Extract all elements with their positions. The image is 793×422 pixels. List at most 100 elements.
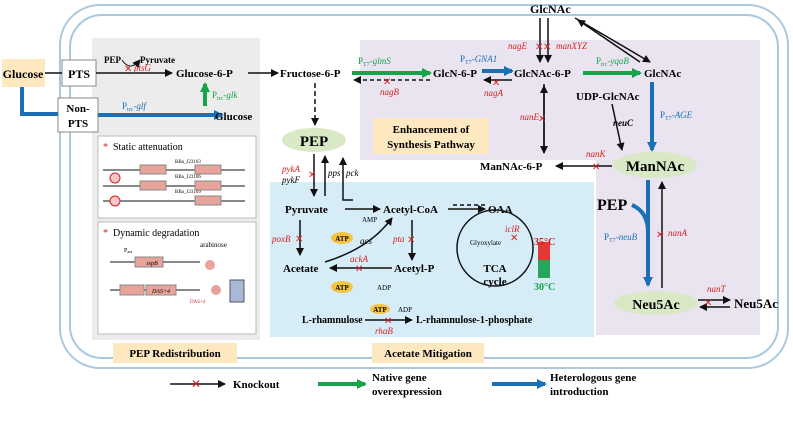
pck-gene: pck — [345, 168, 359, 178]
glucose-inner: Glucose — [215, 111, 252, 123]
glcn6p: GlcN-6-P — [433, 68, 477, 80]
nanK-gene: nanK — [586, 149, 607, 159]
tca-circle — [456, 209, 534, 287]
mannac: ManNAc — [626, 159, 685, 175]
glcnac-in-3 — [574, 17, 651, 63]
g6p: Glucose-6-P — [176, 68, 233, 80]
arrow-pck — [339, 157, 353, 201]
acetyl-p: Acetyl-P — [394, 263, 435, 275]
ptsG-gene: ptsG — [133, 63, 152, 73]
atp-ellipse-3 — [370, 304, 390, 314]
atp-ellipse-1 — [331, 232, 353, 244]
static-asterisk: * — [103, 142, 108, 153]
glcnac-right: GlcNAc — [644, 68, 681, 80]
temp-lo: 30°C — [534, 282, 555, 293]
udp-glcnac: UDP-GlcNAc — [576, 91, 640, 103]
non-pts-label-2: PTS — [68, 118, 88, 130]
dynamic-label: Dynamic degradation — [113, 228, 199, 239]
legend-native-2: overexpression — [372, 386, 442, 398]
nagE-gene: nagE — [508, 41, 528, 51]
pep-pyr-arc — [121, 59, 141, 68]
atp-1: ATP — [335, 235, 349, 243]
synthesis-label-box — [373, 118, 489, 154]
bbs-1: BBa_J23103 — [175, 160, 201, 165]
dynamic-constructs — [110, 256, 245, 303]
nanK-knockout-x: ✕ — [592, 162, 600, 173]
pep-redistribution-label: PEP Redistribution — [129, 348, 220, 360]
ara-promoter: Para — [124, 248, 132, 254]
pts-label: PTS — [68, 67, 90, 81]
pykF-gene: pykF — [281, 175, 300, 185]
arrow-neuC — [611, 103, 625, 151]
poxB-knockout-x: ✕ — [295, 234, 303, 245]
ptsG-knockout-x: ✕ — [124, 64, 132, 75]
rhaB-gene: rhaB — [375, 326, 393, 336]
arabinose: arabinose — [200, 241, 227, 249]
tca-1: TCA — [483, 263, 506, 275]
pep-main-ellipse — [282, 128, 346, 152]
manXYZ-knockout-x: ✕ — [543, 42, 551, 53]
acetyl-coa: Acetyl-CoA — [383, 204, 438, 216]
cell-outer-membrane — [59, 4, 789, 369]
nagB-gene: nagB — [380, 87, 400, 97]
glucose-to-nonpts — [20, 87, 58, 116]
mannac6p: ManNAc-6-P — [480, 161, 543, 173]
synthesis-label-1: Enhancement of — [393, 124, 470, 136]
temperature-bar — [538, 242, 550, 278]
iclR-knockout-x: ✕ — [510, 233, 518, 244]
nagE-knockout-x: ✕ — [535, 42, 543, 53]
glucose-input-box — [2, 59, 45, 87]
nanT-gene: nanT — [707, 284, 727, 294]
neuC-gene: neuC — [613, 118, 634, 128]
glyoxylate: Glyoxylate — [470, 239, 501, 247]
nanE-knockout-x: ✕ — [538, 114, 546, 125]
non-pts-box — [57, 97, 99, 133]
das-tag: DAS+4 — [190, 300, 206, 305]
adp-2: ADP — [398, 306, 412, 314]
acetate: Acetate — [283, 263, 319, 275]
nanA-knockout-x: ✕ — [656, 230, 664, 241]
dynamic-asterisk: * — [103, 228, 108, 239]
glcnac6p: GlcNAc-6-P — [514, 68, 571, 80]
nanE-gene: nanE — [520, 112, 540, 122]
legend-native-1: Native gene — [372, 372, 427, 384]
tca-2: cycle — [483, 276, 506, 288]
poxB-gene: poxB — [271, 234, 291, 244]
neu5ac-ellipse — [614, 291, 698, 315]
l-rhamnulose-1p: L-rhamnulose-1-phosphate — [416, 315, 533, 326]
synthesis-label-2: Synthesis Pathway — [387, 139, 475, 151]
neu5ac-in: Neu5Ac — [632, 298, 679, 313]
nagB-knockout-x: ✕ — [383, 77, 391, 88]
pps-gene: pps — [327, 168, 341, 178]
pta-knockout-x: ✕ — [407, 235, 415, 246]
legend-knockout-x: ✕ — [191, 377, 201, 391]
pyruvate-top: Pyruvate — [140, 55, 175, 65]
pep-small: PEP — [104, 55, 122, 65]
pep-main: PEP — [300, 134, 328, 150]
iclR-gene: iclR — [505, 224, 520, 234]
adp-1: ADP — [377, 284, 391, 292]
glucose-input-label: Glucose — [3, 67, 44, 81]
ackA-gene: ackA — [350, 254, 368, 264]
glcnac-top: GlcNAc — [530, 2, 571, 16]
static-panel — [97, 135, 257, 219]
atp-ellipse-2 — [331, 281, 353, 293]
neu5ac-out: Neu5Ac — [734, 296, 778, 311]
static-constructs — [103, 164, 245, 207]
nagA-knockout-x: ✕ — [492, 78, 500, 89]
acetate-mitigation-label: Acetate Mitigation — [384, 348, 472, 360]
pep-right: PEP — [597, 197, 627, 214]
non-pts-label: Non- — [66, 103, 90, 115]
legend-hetero-1: Heterologous gene — [550, 372, 636, 384]
arrow-acs — [324, 217, 393, 263]
l-rhamnulose: L-rhamnulose — [302, 315, 363, 326]
nagA-gene: nagA — [484, 88, 504, 98]
manXYZ-gene: manXYZ — [556, 41, 588, 51]
das-insert: DAS+4 — [151, 288, 170, 295]
pykA-gene: pykA — [281, 164, 300, 174]
pta-gene: pta — [392, 234, 405, 244]
dynamic-panel — [97, 221, 257, 335]
nanT-knockout-x: ✕ — [704, 298, 712, 309]
